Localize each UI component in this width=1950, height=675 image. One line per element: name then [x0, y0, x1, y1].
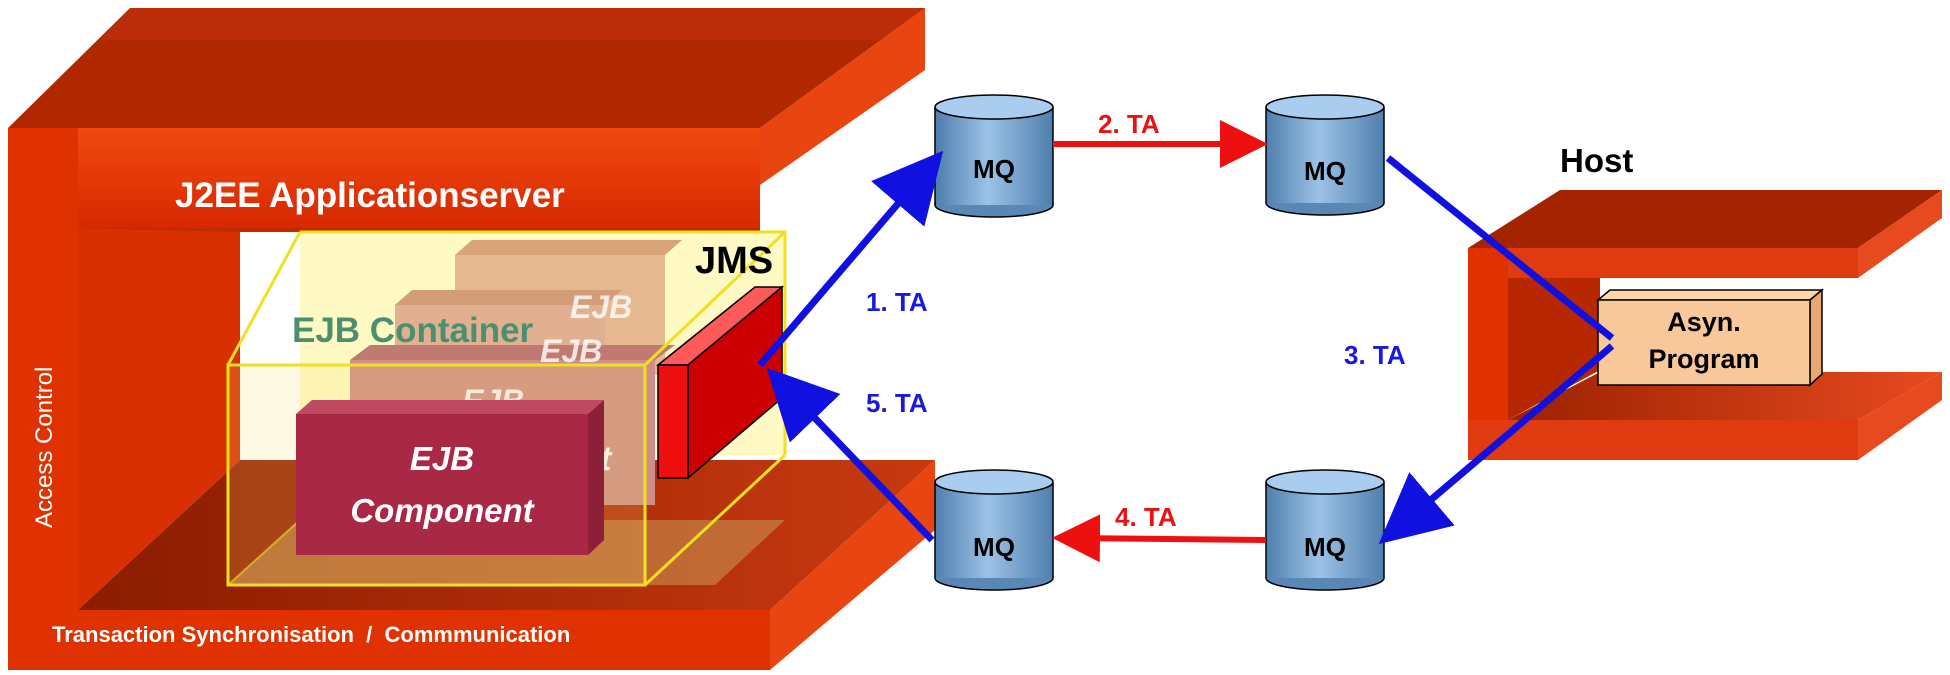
host-upper-side	[1858, 190, 1942, 278]
back-component-1-top	[350, 345, 675, 360]
server-top-face-shade	[100, 8, 925, 40]
program-top-face	[1595, 289, 1825, 301]
program-box	[1595, 288, 1825, 387]
component-front-face	[296, 414, 588, 555]
server-title: J2EE Applicationserver	[175, 176, 565, 215]
mq-bottom-left-label: MQ	[973, 532, 1015, 562]
mq-top-left-label: MQ	[973, 154, 1015, 184]
container-outline-top-right	[643, 230, 787, 367]
mq-top-right-body	[1266, 107, 1384, 203]
back-component-2-top	[395, 290, 622, 305]
arrow-ta1	[757, 150, 944, 368]
container-outline-top	[226, 231, 302, 366]
access-control-label: Access Control	[31, 367, 58, 528]
arrow-ta3	[1385, 155, 1615, 341]
server-front-top-band	[8, 128, 760, 228]
mq-top-right	[1265, 94, 1385, 216]
component-title-line2: Component	[350, 492, 535, 529]
ejb-component-front	[296, 400, 604, 555]
host-title: Host	[1560, 142, 1633, 179]
program-front-face	[1597, 299, 1811, 386]
program-label-line2: Program	[1648, 344, 1759, 374]
host-lower-front	[1468, 420, 1858, 460]
container-outline-bottom-right	[643, 453, 787, 587]
back-component-3-top	[455, 240, 682, 255]
jms-label: JMS	[695, 240, 773, 282]
server-inner-left-wall	[78, 228, 240, 610]
arrow-ta5	[766, 367, 935, 543]
jms-block	[655, 285, 785, 480]
mq-bottom-right	[1265, 469, 1385, 591]
ejb-container-label: EJB Container	[292, 311, 534, 350]
transaction-label: Transaction Synchronisation / Commmunica…	[52, 622, 570, 647]
mq-top-right-top	[1265, 94, 1385, 120]
arrow-ta3-return	[1378, 343, 1615, 545]
program-side-face	[1809, 288, 1823, 387]
mq-top-left-body-cover	[936, 107, 1052, 205]
step-label-ta1: 1. TA	[866, 287, 928, 317]
back-component-fragment-1: EJB	[570, 289, 632, 325]
step-label-ta3: 3. TA	[1344, 340, 1406, 370]
host-upper-top	[1468, 190, 1942, 248]
component-title-line1: EJB	[410, 440, 474, 477]
mq-bottom-left-body	[935, 482, 1053, 578]
back-component-fragment-2: EJB	[540, 333, 602, 369]
mq-top-right-label: MQ	[1304, 156, 1346, 186]
mq-top-left-top	[934, 94, 1054, 120]
component-top-face	[296, 400, 604, 414]
component-side-face	[588, 400, 604, 555]
server-front-left-band	[8, 128, 78, 670]
container-outline-bottom-left	[227, 519, 301, 586]
step-label-ta5: 5. TA	[866, 388, 928, 418]
mq-bottom-right-label: MQ	[1304, 532, 1346, 562]
jms-front-face	[657, 364, 689, 479]
mq-bottom-right-top	[1265, 469, 1385, 495]
mq-bottom-left	[934, 469, 1054, 591]
host-lower-side	[1858, 372, 1942, 460]
server-floor-side	[770, 460, 935, 670]
arrow-ta4	[1052, 514, 1267, 563]
mq-bottom-left-top	[934, 469, 1054, 495]
server-top-side	[760, 8, 925, 185]
step-label-ta4: 4. TA	[1115, 502, 1177, 532]
server-front-bottom-band	[8, 610, 770, 670]
step-label-ta2: 2. TA	[1098, 109, 1160, 139]
program-label-line1: Asyn.	[1667, 307, 1741, 337]
mq-top-left	[934, 94, 1054, 218]
mq-bottom-right-body	[1266, 482, 1384, 578]
